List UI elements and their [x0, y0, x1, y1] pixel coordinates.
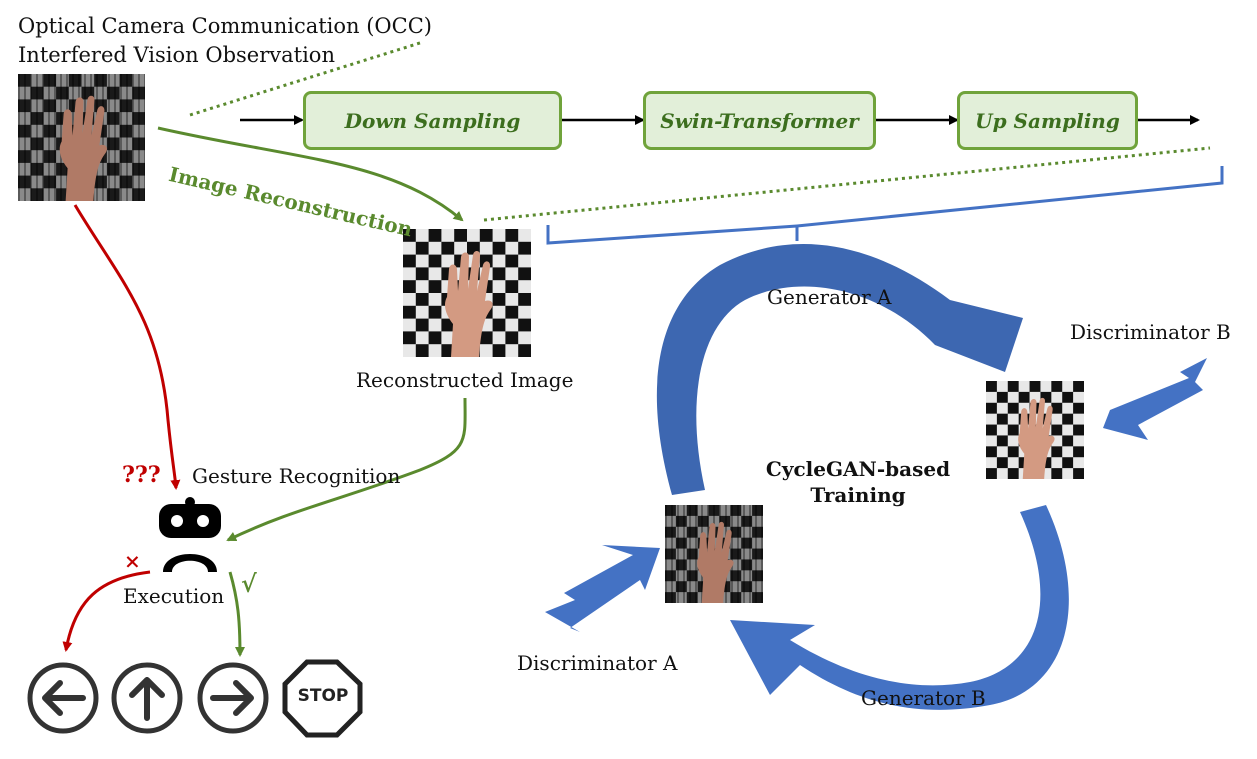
- stage-swin-transformer: Swin-Transformer: [643, 91, 876, 150]
- input-image: [18, 74, 145, 201]
- discriminator-b-label: Discriminator B: [1070, 320, 1231, 344]
- gesture-recognition-label: Gesture Recognition: [192, 464, 401, 488]
- question-marks: ???: [122, 462, 161, 488]
- blue-brace: [546, 166, 1224, 245]
- arrow-left-icon: [27, 662, 99, 734]
- generator-a-label: Generator A: [767, 285, 892, 309]
- wrong-mark: ×: [124, 549, 141, 573]
- execution-label: Execution: [123, 584, 225, 608]
- input-title-line1: Optical Camera Communication (OCC): [18, 14, 432, 38]
- hand-shape: [697, 521, 734, 603]
- input-title-line2: Interfered Vision Observation: [18, 43, 335, 67]
- generator-a-arrow: [656, 243, 1023, 495]
- wrong-execution-arrow: [62, 570, 151, 652]
- zoom-dotted-line-top: [189, 40, 424, 117]
- hand-shape: [59, 95, 107, 201]
- hand-shape: [445, 250, 493, 357]
- reconstruction-arrow: [157, 126, 464, 222]
- generator-b-arrow: [730, 505, 1069, 710]
- cyclegan-title-line1: CycleGAN-based: [765, 457, 951, 481]
- stop-sign-icon: [282, 659, 363, 738]
- stage-down-sampling: Down Sampling: [303, 91, 562, 150]
- stop-sign-text: STOP: [297, 686, 349, 706]
- reconstructed-to-robot-arrow: [226, 397, 467, 542]
- reconstructed-image-label: Reconstructed Image: [356, 368, 574, 392]
- discriminator-a-label: Discriminator A: [517, 651, 678, 675]
- reconstructed-image: [403, 229, 531, 357]
- right-mark: √: [241, 569, 257, 598]
- right-execution-arrow: [228, 571, 245, 657]
- generator-b-label: Generator B: [861, 686, 986, 710]
- direct-recognition-arrow: [73, 204, 181, 490]
- robot-icon: [159, 497, 221, 572]
- cyclegan-interfered-image: [665, 505, 763, 603]
- cyclegan-clean-image: [986, 381, 1084, 479]
- cyclegan-title-line2: Training: [810, 483, 906, 507]
- stage-up-sampling: Up Sampling: [957, 91, 1138, 150]
- arrow-right-icon: [197, 662, 269, 734]
- discriminator-b-arrow: [1103, 358, 1207, 440]
- zoom-dotted-line-bottom: [483, 146, 1211, 222]
- discriminator-a-arrow: [545, 545, 660, 632]
- hand-shape: [1018, 397, 1055, 479]
- arrow-up-icon: [111, 662, 183, 734]
- cyclegan-title: CycleGAN-based Training: [750, 456, 966, 508]
